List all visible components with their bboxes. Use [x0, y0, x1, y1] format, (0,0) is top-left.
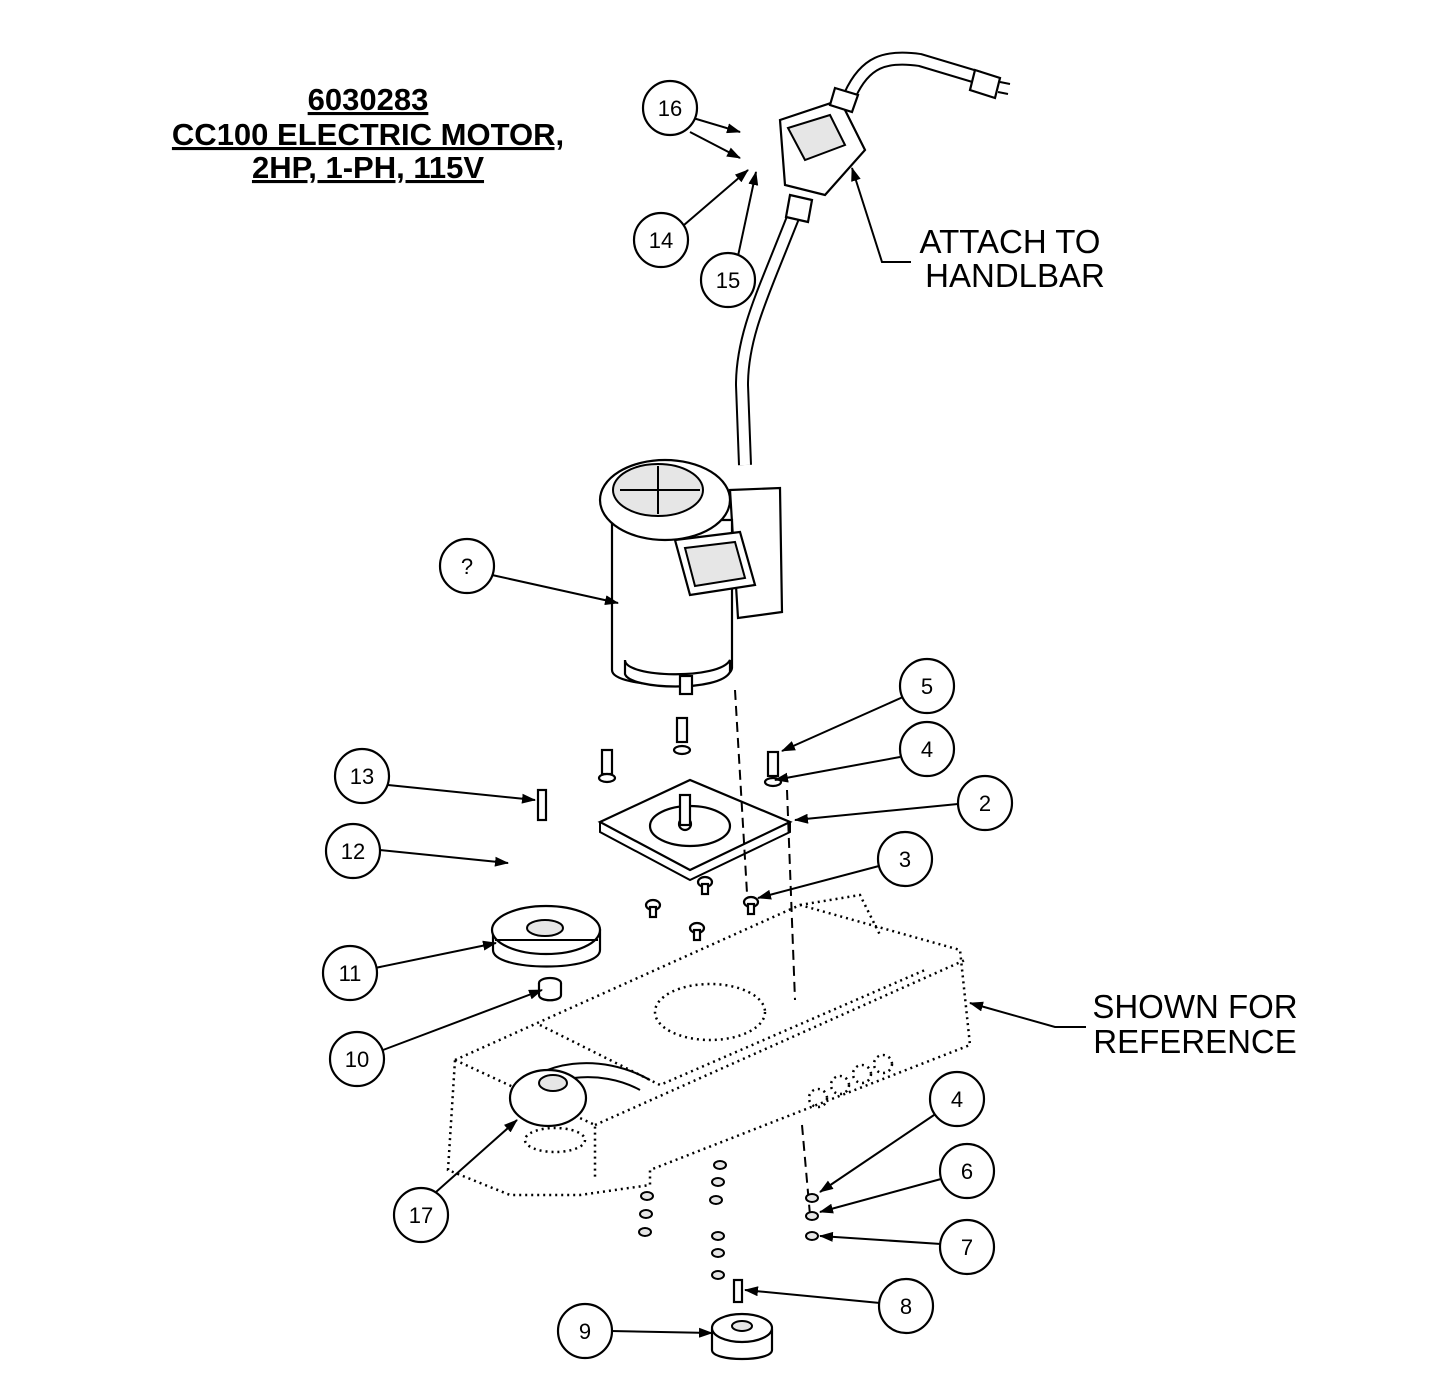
- svg-text:7: 7: [961, 1235, 973, 1260]
- callout-bubble-unknown: ?: [438, 537, 496, 595]
- svg-text:6: 6: [961, 1159, 973, 1184]
- callout-bubble-11: 11: [321, 944, 379, 1002]
- svg-text:4: 4: [951, 1087, 963, 1112]
- callout-bubble-12: 12: [324, 822, 382, 880]
- callout-bubble-15: 15: [699, 251, 757, 309]
- reference-frame: [446, 789, 972, 1216]
- callout-bubble-13: 13: [333, 747, 391, 805]
- callout-bubble-4-lower: 4: [928, 1070, 986, 1128]
- svg-text:2: 2: [979, 791, 991, 816]
- driven-pulley-belt: [508, 1062, 651, 1128]
- callout-bubble-4-upper: 4: [898, 720, 956, 778]
- svg-text:13: 13: [350, 764, 374, 789]
- svg-text:15: 15: [716, 268, 740, 293]
- leader-lines: [374, 117, 1086, 1338]
- svg-text:10: 10: [345, 1047, 369, 1072]
- callout-bubble-6: 6: [938, 1142, 996, 1200]
- svg-text:3: 3: [899, 847, 911, 872]
- motor-description-title: CC100 ELECTRIC MOTOR,: [172, 117, 564, 152]
- svg-text:11: 11: [339, 961, 362, 986]
- part-number-title: 6030283: [308, 82, 429, 117]
- attach-note-line2: HANDLBAR: [925, 257, 1105, 294]
- callout-bubble-5: 5: [898, 657, 956, 715]
- note-attach-handlebar: ATTACH TO HANDLBAR: [920, 223, 1105, 294]
- reference-note-line2: REFERENCE: [1093, 1023, 1297, 1060]
- svg-text:8: 8: [900, 1294, 912, 1319]
- callout-bubble-2: 2: [956, 774, 1014, 832]
- svg-text:12: 12: [341, 839, 365, 864]
- callout-bubble-14: 14: [632, 211, 690, 269]
- power-cord-switch: [734, 51, 1011, 466]
- note-shown-for-reference: SHOWN FOR REFERENCE: [1092, 988, 1297, 1060]
- svg-text:4: 4: [921, 737, 933, 762]
- plate-bolts: [644, 875, 760, 942]
- callout-bubble-9: 9: [556, 1302, 614, 1360]
- lower-hardware: [638, 1160, 819, 1361]
- callout-bubble-16: 16: [641, 79, 699, 137]
- reference-note-line1: SHOWN FOR: [1092, 988, 1297, 1025]
- svg-text:17: 17: [409, 1203, 433, 1228]
- motor-bolts: [597, 716, 783, 788]
- electric-motor: [598, 458, 784, 696]
- key-part: [536, 788, 548, 822]
- motor-pulley: [490, 904, 602, 1002]
- svg-text:16: 16: [658, 96, 682, 121]
- motor-spec-title: 2HP, 1-PH, 115V: [252, 150, 484, 185]
- callout-bubble-3: 3: [876, 830, 934, 888]
- svg-text:14: 14: [649, 228, 673, 253]
- callout-bubble-7: 7: [938, 1218, 996, 1276]
- svg-text:9: 9: [579, 1319, 591, 1344]
- title-block: 6030283 CC100 ELECTRIC MOTOR, 2HP, 1-PH,…: [172, 82, 564, 185]
- attach-note-line1: ATTACH TO: [920, 223, 1101, 260]
- svg-text:5: 5: [921, 674, 933, 699]
- callout-bubble-10: 10: [328, 1030, 386, 1088]
- callout-bubble-17: 17: [392, 1186, 450, 1244]
- svg-text:?: ?: [461, 554, 473, 579]
- callout-bubbles: 16 14 15 ? 5 4 2 13 12 3 11 10 4 6 7 17 …: [321, 79, 1014, 1360]
- callout-bubble-8: 8: [877, 1277, 935, 1335]
- motor-mount-plate: [597, 689, 793, 911]
